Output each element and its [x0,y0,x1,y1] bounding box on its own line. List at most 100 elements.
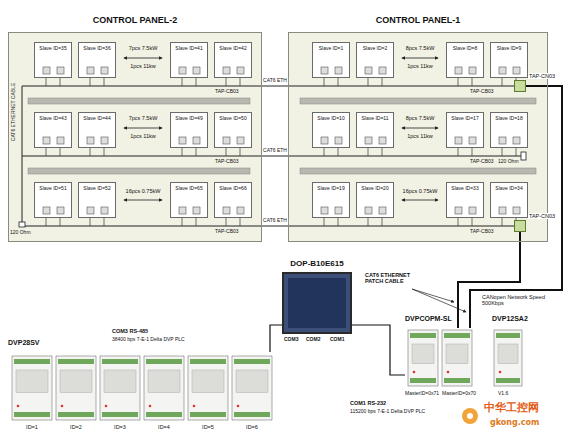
rj45-port [513,137,520,144]
patch-wire [368,78,369,86]
patch-wire [240,78,241,86]
annotation: 7pcs 7.5kW [129,115,158,121]
slave-label: Slave ID=1 [313,43,349,52]
patch-wire [324,78,325,86]
panel-ground [8,32,262,242]
plc-module: DVPCOPM-SL [405,328,478,388]
drive-box: Slave ID=2 [356,42,394,78]
rj45-port [379,137,386,144]
annotation: COM1 RS-232 [350,400,386,406]
rj45-port [237,67,244,74]
annotation: CANopen Network Speed 500Kbps [482,294,548,307]
rj45-port [379,207,386,214]
patch-wire [472,78,473,86]
annotation: COM3 [284,337,298,343]
slave-label: Slave ID=65 [171,183,207,192]
rj45-port [57,207,64,214]
patch-wire [502,148,503,156]
patch-wire [226,78,227,86]
module-body [408,330,438,386]
patch-wire [240,218,241,226]
node-heading: DOP-B10E615 [290,260,343,269]
module-body [442,330,472,386]
drive-box: Slave ID=66 [214,182,252,218]
module-body [144,356,184,420]
annotation: COM1 [330,337,344,343]
slave-label: Slave ID=36 [79,43,115,52]
annotation: MasterID=0x71 [405,391,439,397]
module-body [12,356,52,420]
annotation: ID=2 [70,424,82,430]
plc-module: DVP28SV [8,352,278,424]
rj45-port [455,67,462,74]
drive-box: Slave ID=50 [214,112,252,148]
patch-wire [182,218,183,226]
drive-box: Slave ID=9 [490,42,528,78]
rj45-port [193,67,200,74]
module-body [56,356,96,420]
patch-wire [338,148,339,156]
rj45-port [321,67,328,74]
terminator [19,222,25,227]
rj45-port [335,67,342,74]
annotation: 16pcs 0.75kW [403,188,438,194]
patch-wire [226,148,227,156]
rj45-port [101,137,108,144]
slave-label: Slave ID=41 [171,43,207,52]
patch-wire [104,78,105,86]
rj45-port [469,137,476,144]
patch-wire [458,218,459,226]
rj45-port [469,67,476,74]
watermark: gkong.com [490,418,539,427]
patch-wire [382,78,383,86]
patch-wire [382,148,383,156]
slave-label: Slave ID=66 [215,183,251,192]
patch-wire [338,78,339,86]
patch-wire [182,148,183,156]
patch-wire [458,148,459,156]
annotation: TAP-CB03 [470,89,494,95]
patch-wire [46,148,47,156]
annotation: 1pcs 11kw [130,63,156,69]
patch-wire [472,148,473,156]
drive-box: Slave ID=17 [446,112,484,148]
plc-modules [12,330,522,420]
slave-label: Slave ID=35 [35,43,71,52]
patch-wire [60,78,61,86]
rj45-port [321,137,328,144]
drive-box: Slave ID=8 [446,42,484,78]
rj45-port [379,67,386,74]
slave-label: Slave ID=11 [357,113,393,122]
patch-wire [46,218,47,226]
drive-box: Slave ID=10 [312,112,350,148]
patch-wire [458,78,459,86]
drive-box: Slave ID=49 [170,112,208,148]
patch-wire [240,148,241,156]
rj45-port [237,137,244,144]
annotation: ID=1 [26,424,38,430]
plc-module: DVP12SA2 [492,328,524,388]
rj45-port [193,207,200,214]
rj45-port [469,207,476,214]
patch-wire [90,78,91,86]
slave-label: Slave ID=2 [357,43,393,52]
node-heading: DVPCOPM-SL [405,315,452,323]
slave-label: Slave ID=50 [215,113,251,122]
slave-label: Slave ID=34 [491,183,527,192]
patch-wire [90,218,91,226]
patch-wire [502,78,503,86]
bus-cable [22,86,521,226]
annotation: 8pcs 7.5kW [406,115,435,121]
rj45-port [43,67,50,74]
rj45-port [499,207,506,214]
annotation: V1.6 [498,391,508,397]
annotation: 7pcs 7.5kW [129,45,158,51]
patch-wire [368,148,369,156]
slave-label: Slave ID=17 [447,113,483,122]
annotation: 1pcs 11kw [130,133,156,139]
rj45-port [335,137,342,144]
patch-wire [226,218,227,226]
rj45-port [57,137,64,144]
annotation: CAT6 ETHERNET PATCH CABLE [365,272,421,285]
slave-label: Slave ID=51 [35,183,71,192]
